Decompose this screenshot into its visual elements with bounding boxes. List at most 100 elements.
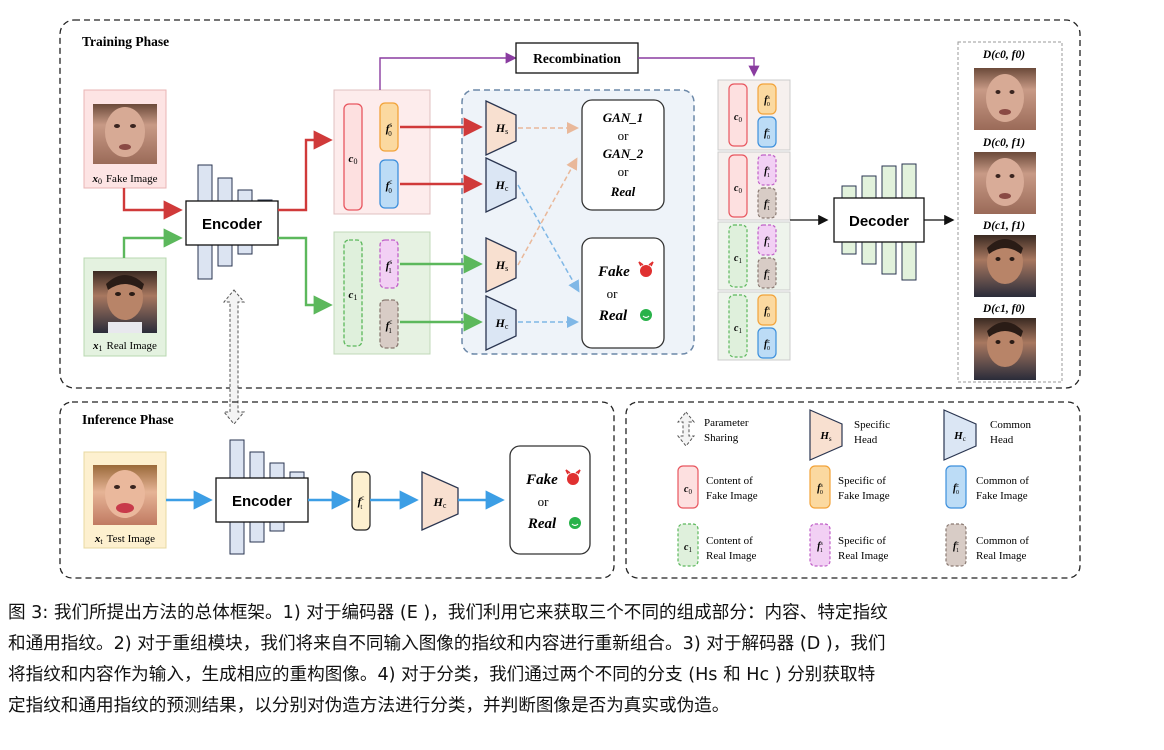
devil-icon-inference: [565, 469, 581, 485]
svg-text:Head: Head: [990, 434, 1014, 446]
caption-line-3: 将指纹和内容作为输入，生成相应的重构图像。4) 对于分类，我们通过两个不同的分支…: [8, 665, 876, 685]
svg-text:Common of: Common of: [976, 475, 1029, 487]
hc-head-bottom: Hc: [485, 294, 517, 352]
c1-feature: [343, 239, 363, 347]
recon-label-1: D(c0, f1): [982, 137, 1025, 149]
svg-text:fs0: fs0: [817, 483, 823, 496]
real-face-x1: [93, 271, 157, 333]
or-label-inference: or: [538, 494, 550, 509]
svg-text:Hs: Hs: [495, 121, 508, 136]
svg-text:Hc: Hc: [953, 430, 966, 443]
svg-text:Hs: Hs: [819, 430, 832, 443]
svg-text:Hc: Hc: [433, 495, 447, 510]
legend-frame: [625, 401, 1081, 579]
arrow-hc-fakereal: [517, 184, 580, 293]
svg-text:c1: c1: [684, 542, 692, 554]
svg-text:GAN_2: GAN_2: [603, 146, 644, 161]
legend-c1: c1 Content of Real Image: [677, 523, 757, 567]
recon-label-0: D(c0, f0): [982, 49, 1025, 61]
or-label-training: or: [607, 286, 619, 301]
recombination-label: Recombination: [533, 51, 621, 66]
arrow-encoder-fake-features: [278, 130, 333, 212]
svg-text:c1: c1: [734, 323, 742, 335]
decoder-label: Decoder: [849, 213, 909, 230]
recomb-line-out: [638, 57, 760, 77]
hc-head-top: Hc: [485, 156, 517, 214]
svg-text:Common of: Common of: [976, 535, 1029, 547]
svg-text:or: or: [618, 128, 630, 143]
f0s-feature: [379, 102, 399, 152]
parameter-sharing-arrow: [222, 289, 246, 425]
hs-head-bottom: Hs: [485, 236, 517, 294]
svg-text:Content of: Content of: [706, 535, 753, 547]
caption-line-2: 和通用指纹。2) 对于重组模块，我们将来自不同输入图像的指纹和内容进行重新组合。…: [8, 634, 886, 654]
svg-text:c0: c0: [734, 183, 742, 195]
legend-common-head: Hc Common Head: [943, 409, 1031, 461]
fake-label-training: Fake: [597, 264, 630, 280]
svg-text:Specific of: Specific of: [838, 475, 886, 487]
gan-output-text: GAN_1 or GAN_2 or Real: [603, 110, 644, 199]
svg-text:Real: Real: [610, 184, 636, 199]
reconstructions-frame: [957, 41, 1063, 383]
svg-text:Hs: Hs: [495, 258, 508, 273]
fake-label-inference: Fake: [525, 472, 558, 488]
svg-text:fs0: fs0: [764, 95, 770, 108]
recon-label-3: D(c1, f0): [982, 303, 1025, 315]
svg-text:fc0: fc0: [953, 483, 959, 496]
svg-text:fc0: fc0: [764, 128, 770, 141]
gan-output-box: [581, 99, 665, 211]
training-phase-frame: [59, 19, 1081, 389]
smile-icon: [640, 309, 652, 321]
svg-text:Fake Image: Fake Image: [838, 490, 890, 502]
svg-text:Head: Head: [854, 434, 878, 446]
svg-text:Common: Common: [990, 419, 1031, 431]
arrow-hs2-gan: [517, 157, 578, 266]
svg-text:Real Image: Real Image: [706, 550, 757, 562]
svg-text:c0: c0: [734, 112, 742, 124]
svg-text:Specific of: Specific of: [838, 535, 886, 547]
test-face-xt: [93, 465, 157, 525]
real-label-inference: Real: [527, 516, 557, 532]
svg-text:Hc: Hc: [495, 316, 509, 331]
svg-text:fc1: fc1: [764, 269, 770, 282]
svg-text:Real Image: Real Image: [976, 550, 1027, 562]
f1s-feature: [379, 239, 399, 289]
legend-specific-head: Hs Specific Head: [809, 409, 890, 461]
inference-phase-frame: [59, 401, 615, 579]
svg-text:fs0: fs0: [764, 306, 770, 319]
recon-face-2: [974, 235, 1036, 297]
recon-face-1: [974, 152, 1036, 214]
f0c-feature: [379, 159, 399, 209]
svg-text:or: or: [618, 164, 630, 179]
svg-text:fs1: fs1: [764, 166, 770, 179]
real-label-training: Real: [598, 308, 628, 324]
svg-text:c1: c1: [734, 253, 742, 265]
f1c-feature: [379, 299, 399, 349]
encoder-label-training: Encoder: [202, 216, 262, 233]
svg-text:Fake Image: Fake Image: [706, 490, 758, 502]
figure-caption: 图 3: 我们所提出方法的总体框架。1) 对于编码器 (E )，我们利用它来获取…: [8, 598, 1154, 722]
svg-text:Real Image: Real Image: [838, 550, 889, 562]
c0-label: c0: [349, 153, 358, 166]
c0-feature: [343, 103, 363, 211]
encoder-box-training: [185, 200, 279, 246]
encoder-box-inference: [215, 477, 309, 523]
inference-phase-title: Inference Phase: [82, 412, 174, 427]
training-phase-title: Training Phase: [82, 34, 169, 49]
fakereal-output-box-training: [581, 237, 665, 349]
svg-text:Fake Image: Fake Image: [976, 490, 1028, 502]
smile-icon-inference: [569, 517, 581, 529]
svg-text:fs1: fs1: [817, 541, 823, 554]
